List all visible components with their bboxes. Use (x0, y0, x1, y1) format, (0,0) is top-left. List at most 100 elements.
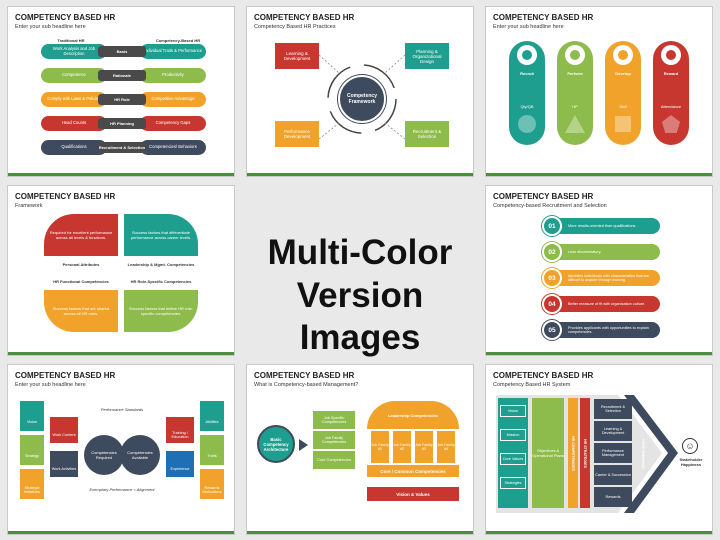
right-column-box: Abilities (200, 401, 224, 431)
list-bar (552, 270, 660, 286)
quad-bottom-right: Success factors that define HR role-spec… (124, 290, 198, 332)
core-common-base: Core / Common Competencies (367, 465, 459, 477)
right-column-box: Traits (200, 435, 224, 465)
row-left-pill: Comply with Laws & Policies (41, 92, 107, 107)
foundation-item: Core Values (500, 453, 526, 465)
objectives-panel: Objectives & Operational Plans (532, 398, 564, 508)
list-bar (552, 322, 660, 338)
slide-subtitle: Enter your sub headline here (15, 24, 86, 30)
row-left-pill: Competence (41, 68, 107, 83)
slide-title: COMPETENCY BASED HR (254, 13, 355, 22)
foundation-item: Mission (500, 429, 526, 441)
circle-available: Competencies Available (120, 435, 160, 475)
slide-subtitle: What is Competency-based Management? (254, 382, 359, 388)
job-family-pillar: Job Family #4 (437, 431, 455, 463)
list-number: 05 (542, 320, 562, 340)
hr-function-item: Performance Management (594, 443, 632, 463)
badge-dot-icon (666, 50, 676, 60)
slide-title: COMPETENCY BASED HR (254, 371, 355, 380)
row-mid-tag: Basis (98, 46, 146, 57)
col-header-right: Competency-Based HR (155, 38, 201, 43)
slide-title: COMPETENCY BASED HR (493, 371, 594, 380)
right-inner-box: Experience (166, 451, 194, 477)
center-heading: Multi-Color Version Images (245, 232, 475, 360)
slide-subtitle: Framework (15, 203, 43, 209)
label-personal: Personal Attributes (62, 261, 100, 267)
slide-subtitle: Competency-based Recruitment and Selecti… (493, 203, 607, 209)
right-inner-box: Training / Education (166, 417, 194, 443)
pentagon-shape-icon (662, 115, 680, 133)
row-right-pill: Competitive Advantage (140, 92, 206, 107)
slide-subtitle: Competency Based HR System (493, 382, 571, 388)
left-column-box: Strategic Initiatives (20, 469, 44, 499)
capsule-value: Skill (619, 104, 627, 109)
row-left-pill: Head Counts (41, 116, 107, 131)
row-right-pill: Productivity (140, 68, 206, 83)
slide-8-thumbnail[interactable]: COMPETENCY BASED HR Competency Based HR … (485, 364, 713, 535)
slide-4-thumbnail[interactable]: COMPETENCY BASED HR Framework Required f… (7, 185, 235, 356)
center-line-2: Version Images (296, 275, 424, 358)
capsule-value: Attendance (660, 104, 682, 109)
label-leadership: Leadership & Mgmt. Competencies (127, 261, 195, 267)
performance-standards-label: Performance Standards (100, 407, 144, 412)
left-inner-box: Work Content (50, 417, 78, 443)
stack-box: Job Specific Competencies (313, 411, 355, 429)
slide-5-thumbnail[interactable]: COMPETENCY BASED HR Competency-based Rec… (485, 185, 713, 356)
row-mid-tag: HR Role (98, 94, 146, 105)
capsule-label: Perform (567, 71, 583, 76)
hr-function-item: Career & Succession (594, 465, 632, 485)
row-mid-tag: Rationale (98, 70, 146, 81)
circle-shape-icon (518, 115, 536, 133)
left-column-box: Vision (20, 401, 44, 431)
list-number: 02 (542, 242, 562, 262)
badge-dot-icon (522, 50, 532, 60)
col-header-left: Traditional HR (57, 38, 85, 43)
cycle-diagram (318, 54, 406, 140)
center-label: Competency Framework (346, 93, 377, 105)
alignment-label: Exemplary Performance = Alignment (89, 487, 155, 492)
hr-function-item: Recruitment & Selection (594, 399, 632, 419)
center-line-1: Multi-Color (267, 233, 453, 272)
stack-box: Job Family Competencies (313, 431, 355, 449)
slide-7-thumbnail[interactable]: COMPETENCY BASED HR What is Competency-b… (246, 364, 474, 535)
list-number: 04 (542, 294, 562, 314)
quad-top-left: Required for excellent performance acros… (44, 214, 118, 256)
capsule-label: Develop (615, 71, 631, 76)
box-learning: Learning & Development (275, 43, 319, 69)
slide-3-thumbnail[interactable]: COMPETENCY BASED HR Enter your sub headl… (485, 6, 713, 177)
stack-box: Core Competencies (313, 451, 355, 469)
right-column-box: Rewards Motivations (200, 469, 224, 499)
hr-function-item: Rewards (594, 487, 632, 507)
slide-subtitle: Enter your sub headline here (15, 382, 86, 388)
badge-dot-icon (618, 50, 628, 60)
label-functional: HR Functional Competencies (53, 278, 109, 284)
slide-6-thumbnail[interactable]: COMPETENCY BASED HR Enter your sub headl… (7, 364, 235, 535)
row-left-pill: Work Analysis and Job Description (41, 44, 107, 59)
leadership-dome: Leadership Competencies (367, 401, 459, 429)
hr-competencies-band: HR COMPETENCIES (568, 398, 578, 508)
list-bar (552, 296, 660, 312)
badge-dot-icon (570, 50, 580, 60)
slide-subtitle: Competency Based HR Practices (254, 24, 336, 30)
hr-strategies-band: HR STRATEGIES (580, 398, 590, 508)
left-column-box: Strategy (20, 435, 44, 465)
slide-subtitle: Enter your sub headline here (493, 24, 564, 30)
circle-required: Competencies Required (84, 435, 124, 475)
box-performance: Performance Development (275, 121, 319, 147)
slide-2-thumbnail[interactable]: COMPETENCY BASED HR Competency Based HR … (246, 6, 474, 177)
foundation-item: Vision (500, 405, 526, 417)
slide-title: COMPETENCY BASED HR (15, 371, 116, 380)
row-right-pill: Individual Traits & Performance (140, 44, 206, 59)
row-left-pill: Qualifications (41, 140, 107, 155)
box-recruitment: Recruitment & Selection (405, 121, 449, 147)
performance-label: PERFORMANCE (641, 439, 645, 469)
list-text: Provides applicants with opportunities t… (568, 325, 649, 334)
square-shape-icon (615, 116, 631, 132)
arrow-icon (299, 439, 308, 451)
list-text: Better measure of fit with organization … (568, 301, 646, 306)
slide-1-thumbnail[interactable]: COMPETENCY BASED HR Enter your sub headl… (7, 6, 235, 177)
capsule-value: Qty/QB (520, 104, 534, 109)
job-family-pillar: Job Family #2 (393, 431, 411, 463)
triangle-shape-icon (565, 115, 585, 133)
list-text: Identifies individuals with characterist… (568, 273, 650, 282)
